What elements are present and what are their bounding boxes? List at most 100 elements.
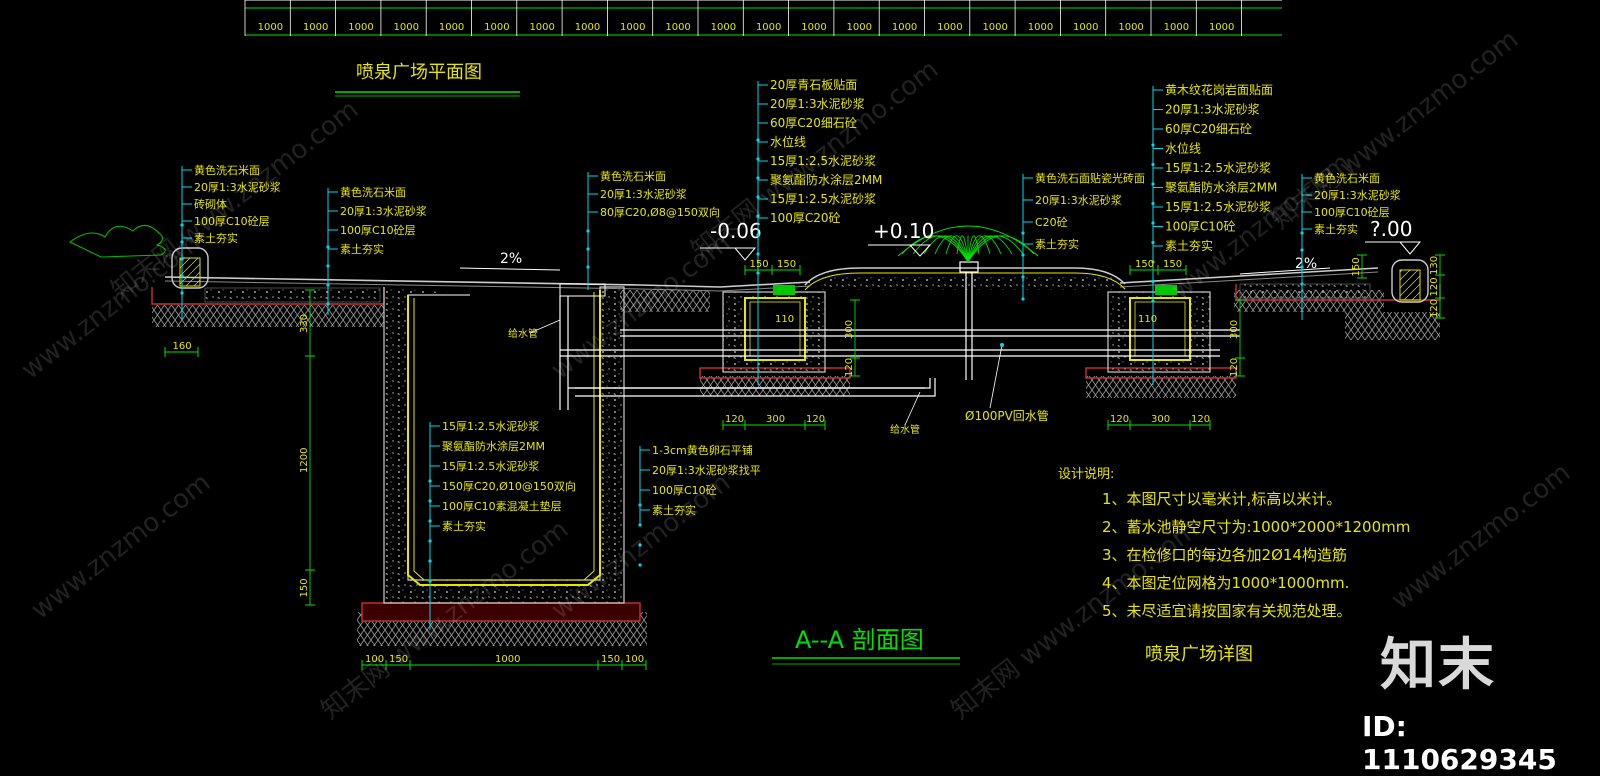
- callout_right_rim-line: 聚氨酯防水涂层2MM: [1165, 180, 1277, 195]
- detail-title: 喷泉广场详图: [1145, 644, 1253, 665]
- callout_right_paving-line: 黄色洗石面贴瓷光砖面: [1035, 171, 1145, 185]
- design-note: 3、在检修口的每边各加2Ø14构造筋: [1102, 546, 1347, 564]
- dim-label: 300: [1229, 320, 1240, 339]
- ruler-label: 1000: [484, 22, 509, 33]
- right-curb: [1391, 259, 1429, 303]
- callout_right_rim-line: 15厚1:2.5水泥砂浆: [1165, 160, 1271, 175]
- callout_pool_rim-line: 20厚1:3水泥砂浆: [770, 96, 865, 111]
- callout_right_paving-line: 20厚1:3水泥砂浆: [1035, 193, 1122, 207]
- dim-label: 150: [1351, 257, 1362, 276]
- ruler-label: 1000: [575, 22, 600, 33]
- callout_right_rim-line: 黄木纹花岗岩面贴面: [1165, 82, 1273, 97]
- slope-right: 2%: [1295, 256, 1317, 272]
- callout_pool_rim-line: 60厚C20细石砼: [770, 116, 857, 130]
- ruler-label: 1000: [711, 22, 736, 33]
- callout_tank-line: 150厚C20,Ø10@150双向: [442, 479, 576, 493]
- notes-title: 设计说明:: [1058, 467, 1114, 482]
- ruler-label: 1000: [1164, 22, 1189, 33]
- watermark: www.znzmo.com: [1386, 458, 1576, 616]
- dim-label: 120: [725, 414, 744, 425]
- callout_tank_wall-line: 100厚C10砼: [652, 484, 717, 497]
- dimension-lines: 160 100 150 1000 150 100 330 1200 150 120 300 120 12…: [164, 254, 1445, 670]
- design-note: 2、蓄水池静空尺寸为:1000*2000*1200mm: [1102, 518, 1410, 536]
- dim-label: 120: [1429, 277, 1440, 296]
- ruler-label: 1000: [1028, 22, 1053, 33]
- design-notes: 1、本图尺寸以毫米计,标高以米计。 2、蓄水池静空尺寸为:1000*2000*12…: [1102, 490, 1410, 620]
- dim-label: 300: [766, 414, 785, 425]
- slope-left: 2%: [500, 251, 522, 267]
- callout_tank_wall-line: 1-3cm黄色卵石平铺: [652, 443, 753, 457]
- callout_pool_rim-line: 20厚青石板贴面: [770, 78, 857, 92]
- callout_right_rim-line: 水位线: [1165, 141, 1201, 156]
- ruler-label: 1000: [258, 22, 283, 33]
- callout_left_paving-line: 20厚1:3水泥砂浆: [340, 204, 427, 218]
- dim-label: 300: [844, 320, 855, 339]
- design-note: 5、未尽适宜请按国家有关规范处理。: [1102, 602, 1352, 620]
- pool-box-right: [1107, 285, 1211, 373]
- level-mid: +0.10: [873, 219, 934, 243]
- ruler-label: 1000: [394, 22, 419, 33]
- dim-small: 110: [1138, 314, 1157, 325]
- ruler-label: 1000: [847, 22, 872, 33]
- callout_right_rim-line: 100厚C10砼: [1165, 220, 1236, 234]
- callout_mid_paving-line: 80厚C20,Ø8@150双向: [600, 205, 720, 219]
- brand-id: ID: 1110629345: [1362, 710, 1557, 776]
- dim-label: 100: [625, 654, 644, 665]
- watermark: 知末网 www.znzmo.com: [946, 515, 1204, 726]
- callout_right_paving-line: C20砼: [1035, 216, 1068, 229]
- fountain-spray: [897, 225, 1039, 263]
- ruler-label: 1000: [801, 22, 826, 33]
- callout_left_edge-line: 素土夯实: [194, 231, 238, 245]
- design-note: 4、本图定位网格为1000*1000mm.: [1102, 574, 1349, 592]
- dim-label: 120: [1191, 414, 1210, 425]
- callout_tank-line: 素土夯实: [442, 519, 486, 533]
- dim-label: 160: [173, 341, 192, 352]
- callout_pool_rim-line: 100厚C20砼: [770, 211, 841, 225]
- dim-label: 330: [299, 314, 310, 333]
- dim-label: 150: [601, 654, 620, 665]
- callout_pool_rim-line: 聚氨酯防水涂层2MM: [770, 172, 882, 187]
- ruler-label: 1000: [1209, 22, 1234, 33]
- pipe-label-drain: Ø100PV回水管: [965, 408, 1049, 423]
- pipe-label-supply-bottom: 给水管: [890, 423, 920, 436]
- plan-dimension-ruler: 1000 1000 1000 1000 1000 1000 1000 1000 1000 1000…: [244, 0, 1282, 36]
- callout_left_edge-line: 黄色洗石米面: [194, 163, 260, 177]
- dim-label: 120: [1110, 414, 1129, 425]
- dim-label: 150: [1135, 259, 1154, 270]
- dim-label: 120: [1429, 299, 1440, 318]
- dim-label: 150: [299, 578, 310, 597]
- ruler-label: 1000: [1073, 22, 1098, 33]
- storage-tank: [383, 283, 625, 604]
- dim-label: 100: [365, 654, 384, 665]
- callout_right_rim-line: 素土夯实: [1165, 238, 1213, 253]
- dim-small: 110: [775, 314, 794, 325]
- pool-box-left: [722, 285, 826, 373]
- pipe-label-supply-left: 给水管: [508, 327, 538, 340]
- ruler-label: 1000: [756, 22, 781, 33]
- design-note: 1、本图尺寸以毫米计,标高以米计。: [1102, 490, 1341, 508]
- callout_mid_paving-line: 20厚1:3水泥砂浆: [600, 187, 687, 201]
- callout_right_edge-line: 20厚1:3水泥砂浆: [1314, 188, 1401, 202]
- left-curb: [69, 225, 209, 289]
- dim-label: 1200: [299, 448, 310, 473]
- paving-surface: [164, 267, 1379, 303]
- callout_left_paving-line: 素土夯实: [340, 242, 384, 256]
- callout_tank-line: 15厚1:2.5水泥砂浆: [442, 419, 539, 433]
- dim-label: 150: [750, 259, 769, 270]
- ruler-label: 1000: [937, 22, 962, 33]
- callout_right_edge-line: 素土夯实: [1314, 222, 1358, 236]
- ruler-label: 1000: [439, 22, 464, 33]
- soil-hatch: [152, 290, 1440, 646]
- callout_right_edge-line: 黄色洗石米面: [1314, 171, 1380, 185]
- dim-label: 130: [1429, 256, 1440, 275]
- callout_left_paving-line: 100厚C10砼层: [340, 224, 416, 237]
- fountain-basin: [804, 261, 1126, 291]
- level-right: ?.00: [1370, 217, 1412, 241]
- section-title: A--A 剖面图: [795, 626, 924, 654]
- ruler-label: 1000: [665, 22, 690, 33]
- callout_tank-line: 聚氨酯防水涂层2MM: [442, 439, 545, 453]
- dim-label: 300: [1151, 414, 1170, 425]
- pipes: [559, 272, 1240, 410]
- dim-label: 1000: [495, 654, 520, 665]
- callout_left_edge-line: 20厚1:3水泥砂浆: [194, 180, 281, 194]
